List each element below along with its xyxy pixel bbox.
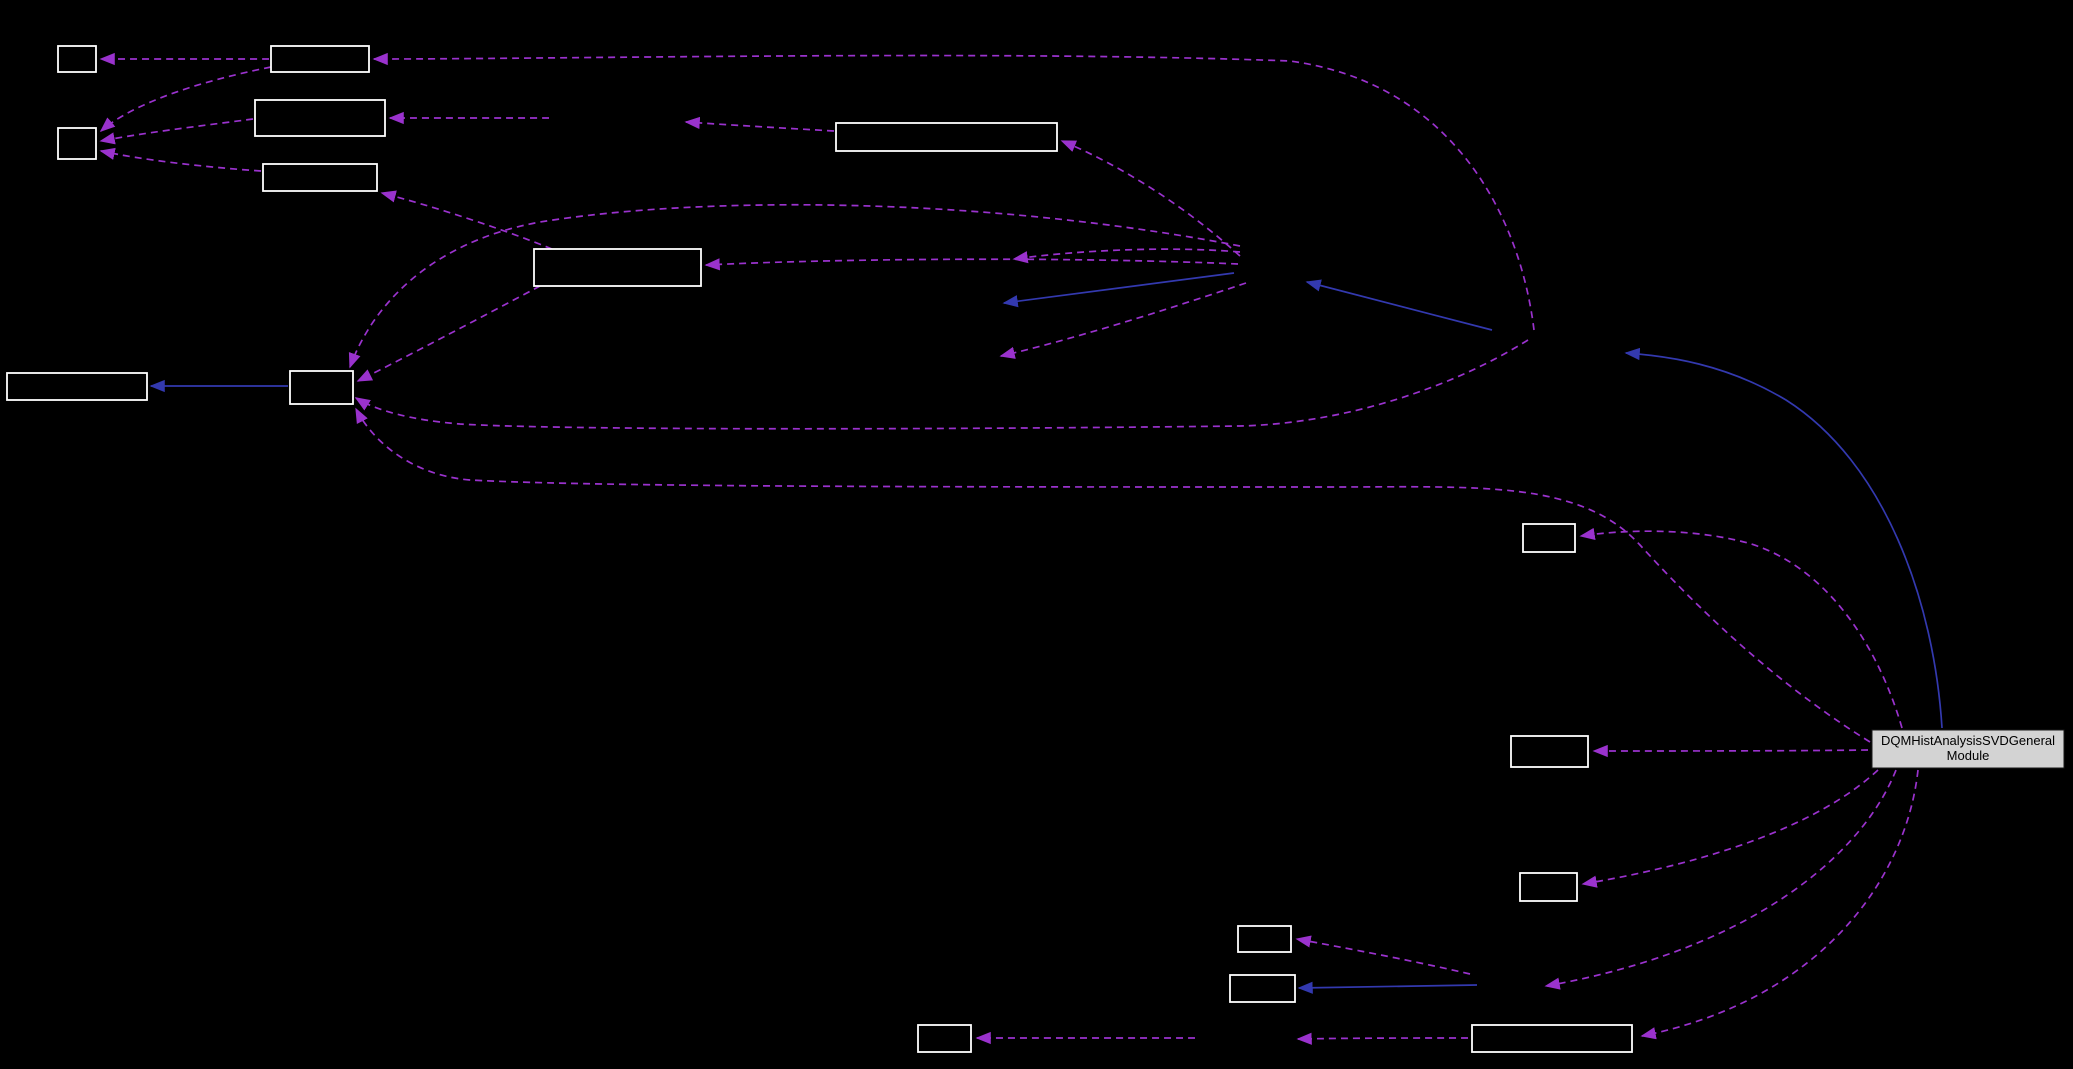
diagram-node-n15[interactable] <box>917 1024 972 1053</box>
diagram-node-n6[interactable] <box>835 122 1058 152</box>
diagram-node-n12[interactable] <box>1519 872 1578 902</box>
diagram-node-main <box>1871 729 2065 769</box>
edge-main-n10 <box>1579 527 1903 729</box>
edge-x5-n14 <box>1297 981 1478 994</box>
edge-n5-n4 <box>99 147 262 172</box>
edge-n3-n4 <box>99 118 254 145</box>
edge-h1-x4 <box>1002 272 1235 308</box>
diagram-node-n8[interactable] <box>6 372 148 401</box>
edge-main-x5 <box>1544 769 1897 990</box>
edge-n7-n5 <box>380 190 553 250</box>
edge-n7-n9 <box>356 285 541 382</box>
diagram-node-n2[interactable] <box>270 45 370 73</box>
diagram-node-n11[interactable] <box>1510 735 1589 768</box>
edge-h1-n7 <box>704 258 1239 271</box>
edge-h2-n2 <box>372 52 1535 331</box>
diagram-node-n16[interactable] <box>1471 1024 1633 1053</box>
diagram-node-n9[interactable] <box>289 370 354 405</box>
edge-n6-x1 <box>684 116 835 132</box>
edge-x5-n13 <box>1295 935 1471 975</box>
edge-main-n9 <box>355 407 1871 743</box>
edge-n16-x6 <box>1296 1032 1469 1045</box>
edge-main-n11 <box>1592 744 1869 758</box>
edge-h1-x3 <box>999 282 1247 359</box>
edge-main-h2 <box>1624 347 1943 729</box>
edge-h1-x2 <box>1012 248 1241 264</box>
edge-main-n16 <box>1640 769 1919 1040</box>
edge-main-n12 <box>1581 769 1879 888</box>
diagram-node-n7[interactable] <box>533 248 702 287</box>
edge-h1-n9 <box>348 203 1241 369</box>
diagram-node-n14[interactable] <box>1229 974 1296 1003</box>
diagram-node-n1[interactable] <box>57 45 97 73</box>
diagram-node-n3[interactable] <box>254 99 386 137</box>
edge-h1-n6 <box>1060 140 1241 257</box>
edge-n2-n4 <box>99 66 272 133</box>
diagram-node-n4[interactable] <box>57 127 97 160</box>
diagram-node-n10[interactable] <box>1522 523 1576 553</box>
diagram-node-n5[interactable] <box>262 163 378 192</box>
edge-h2-h1 <box>1305 279 1493 331</box>
diagram-node-n13[interactable] <box>1237 925 1292 953</box>
edge-h2-n9 <box>354 339 1529 430</box>
